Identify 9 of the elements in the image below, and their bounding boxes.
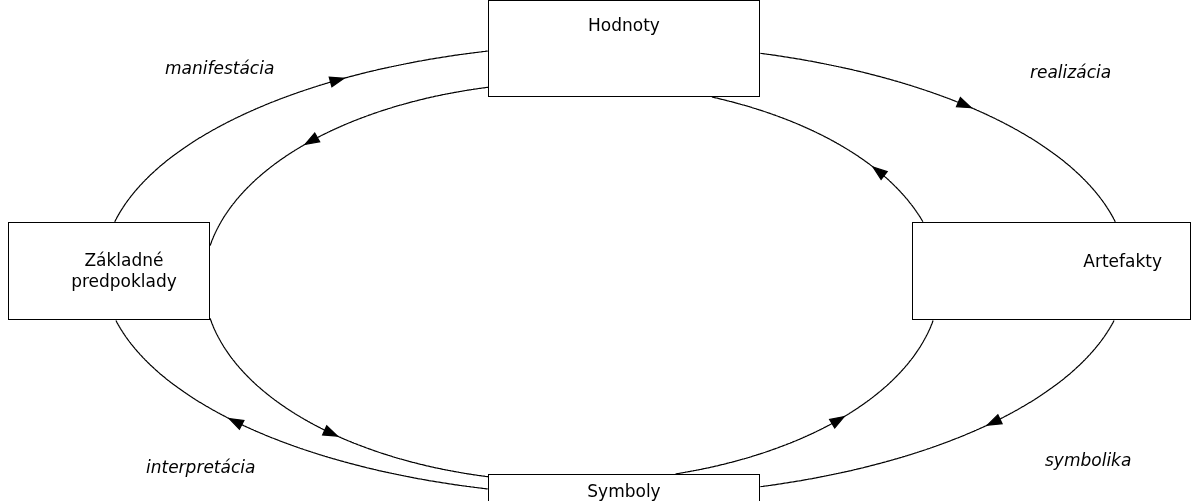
box-label: Základné predpoklady	[70, 249, 178, 293]
box-label: Hodnoty	[588, 15, 660, 37]
box-label: Symboly	[587, 481, 661, 501]
concept-box	[912, 222, 1191, 320]
box-label: Artefakty	[1083, 251, 1162, 273]
concept-box	[8, 222, 210, 320]
edge-label: symbolika	[1045, 450, 1132, 470]
edge-label: interpretácia	[146, 457, 256, 477]
concept-box	[488, 0, 760, 97]
